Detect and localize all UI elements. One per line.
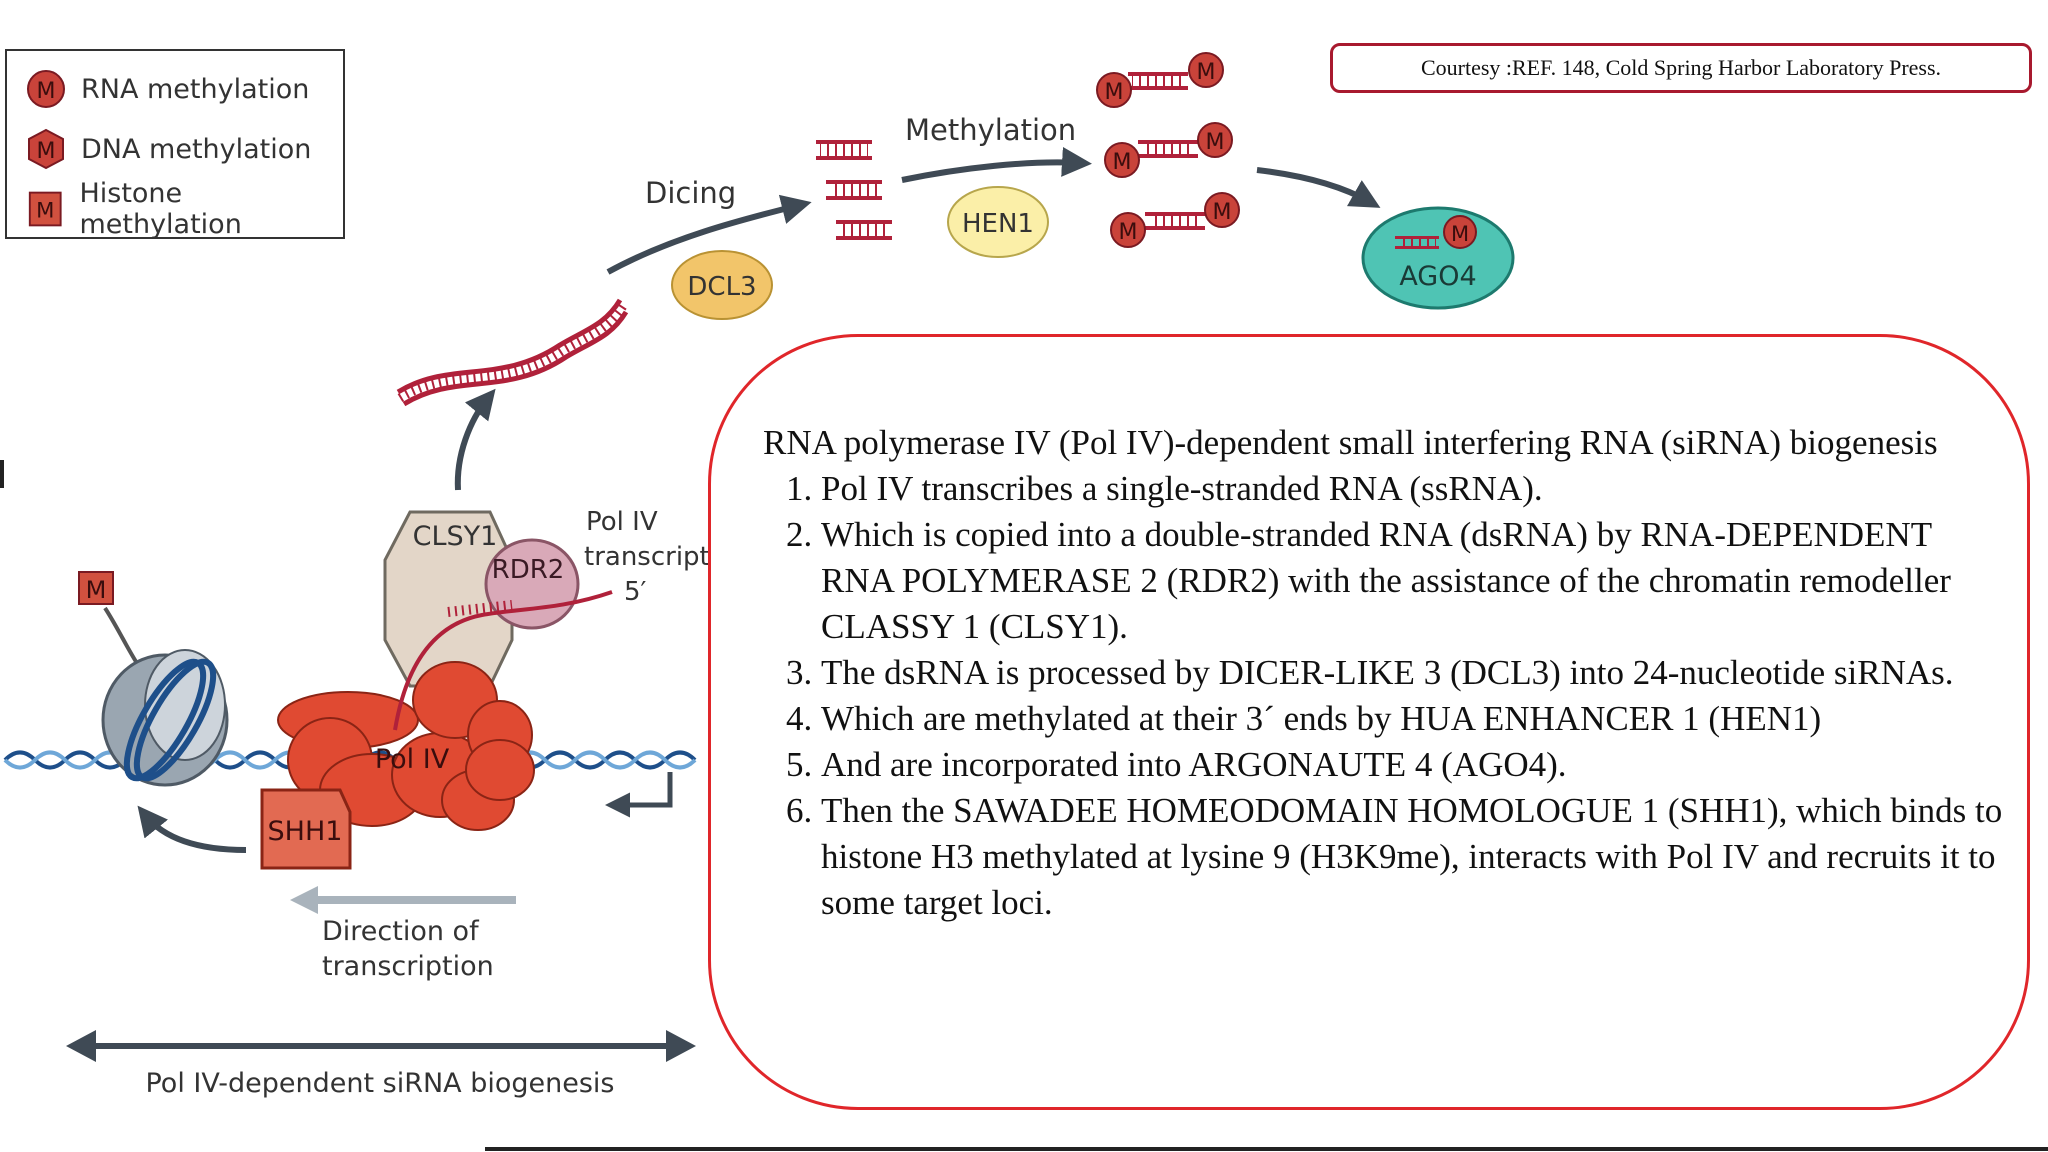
m-mark: M bbox=[1197, 60, 1216, 85]
dicing-arrow bbox=[606, 194, 812, 275]
legend-label: Histone methylation bbox=[79, 178, 242, 240]
legend-item-histone-methylation: M Histone methylation bbox=[25, 178, 343, 240]
info-step: The dsRNA is processed by DICER-LIKE 3 (… bbox=[821, 650, 2003, 696]
m-mark: M bbox=[1451, 222, 1469, 246]
m-mark: M bbox=[1105, 80, 1124, 105]
bottom-label: Pol IV-dependent siRNA biogenesis bbox=[145, 1068, 614, 1099]
dcl3-enzyme: DCL3 bbox=[671, 250, 773, 320]
methylation-arrow bbox=[901, 146, 1092, 183]
pol-iv-complex: Pol IV bbox=[277, 661, 535, 831]
courtesy-note: Courtesy :REF. 148, Cold Spring Harbor L… bbox=[1330, 43, 2032, 93]
ago4-arrow bbox=[1256, 167, 1381, 208]
legend-item-rna-methylation: M RNA methylation bbox=[25, 67, 309, 111]
direction-arrow bbox=[290, 886, 516, 914]
info-box bbox=[708, 334, 2030, 1110]
info-steps: Pol IV transcribes a single-stranded RNA… bbox=[763, 466, 2003, 926]
nucleosome: M bbox=[78, 571, 229, 787]
info-step: Which are methylated at their 3´ ends by… bbox=[821, 696, 2003, 742]
legend-label: RNA methylation bbox=[81, 73, 310, 105]
shh1-label: SHH1 bbox=[268, 816, 343, 847]
dcl3-label: DCL3 bbox=[687, 272, 756, 302]
rna-methylation-icon: M bbox=[27, 70, 65, 108]
m-mark: M bbox=[1213, 200, 1232, 225]
info-step: Then the SAWADEE HOMEODOMAIN HOMOLOGUE 1… bbox=[821, 788, 2003, 926]
rdr2-label: RDR2 bbox=[492, 555, 565, 585]
dsrna-strand bbox=[396, 298, 629, 407]
region-double-arrow bbox=[66, 1030, 696, 1062]
hen1-label: HEN1 bbox=[962, 209, 1034, 239]
dicing-label: Dicing bbox=[645, 176, 736, 210]
shh1-to-nucleosome-arrow bbox=[137, 805, 247, 853]
dna-methylation-icon: M bbox=[28, 128, 64, 170]
shh1-protein: SHH1 bbox=[260, 788, 352, 870]
info-step: Pol IV transcribes a single-stranded RNA… bbox=[821, 466, 2003, 512]
pol-iv-transcript-strand bbox=[393, 590, 613, 731]
hen1-enzyme: HEN1 bbox=[947, 186, 1049, 258]
m-mark: M bbox=[1119, 220, 1138, 245]
info-step: And are incorporated into ARGONAUTE 4 (A… bbox=[821, 742, 2003, 788]
m-mark: M bbox=[1113, 150, 1132, 175]
m-mark: M bbox=[1206, 130, 1225, 155]
tss-arrow bbox=[605, 772, 673, 818]
methylated-sirnas: M M M M M M bbox=[1096, 52, 1240, 248]
histone-mark-label: M bbox=[86, 576, 107, 604]
histone-methylation-icon: M bbox=[28, 191, 62, 227]
clsy1-label: CLSY1 bbox=[413, 521, 498, 552]
legend-item-dna-methylation: M DNA methylation bbox=[25, 127, 311, 171]
legend-symbol: M bbox=[36, 198, 54, 223]
five-prime-label: 5′ bbox=[624, 577, 647, 607]
legend-label: DNA methylation bbox=[81, 133, 312, 165]
ssrna-up-arrow bbox=[454, 388, 496, 491]
sirna-duplexes bbox=[816, 140, 892, 240]
direction-label-2: transcription bbox=[322, 951, 494, 982]
ago4-complex: M AGO4 bbox=[1361, 206, 1515, 310]
legend-symbol: M bbox=[37, 79, 56, 104]
rdr2-protein: RDR2 bbox=[484, 538, 580, 630]
legend-symbol: M bbox=[37, 139, 56, 164]
info-intro: RNA polymerase IV (Pol IV)-dependent sma… bbox=[763, 423, 1938, 462]
legend: M RNA methylation M DNA methylation M Hi… bbox=[5, 49, 345, 240]
methylation-label: Methylation bbox=[905, 113, 1076, 147]
info-step: Which is copied into a double-stranded R… bbox=[821, 512, 2003, 650]
direction-label: Direction of bbox=[322, 916, 480, 947]
pol-iv-transcript-label: Pol IV bbox=[586, 507, 658, 537]
pol-iv-transcript-label-2: transcript bbox=[584, 542, 710, 572]
clsy1-protein: CLSY1 bbox=[383, 510, 514, 688]
ago4-label: AGO4 bbox=[1399, 261, 1476, 292]
info-text: RNA polymerase IV (Pol IV)-dependent sma… bbox=[763, 420, 2003, 926]
pol-iv-label: Pol IV bbox=[375, 744, 450, 775]
